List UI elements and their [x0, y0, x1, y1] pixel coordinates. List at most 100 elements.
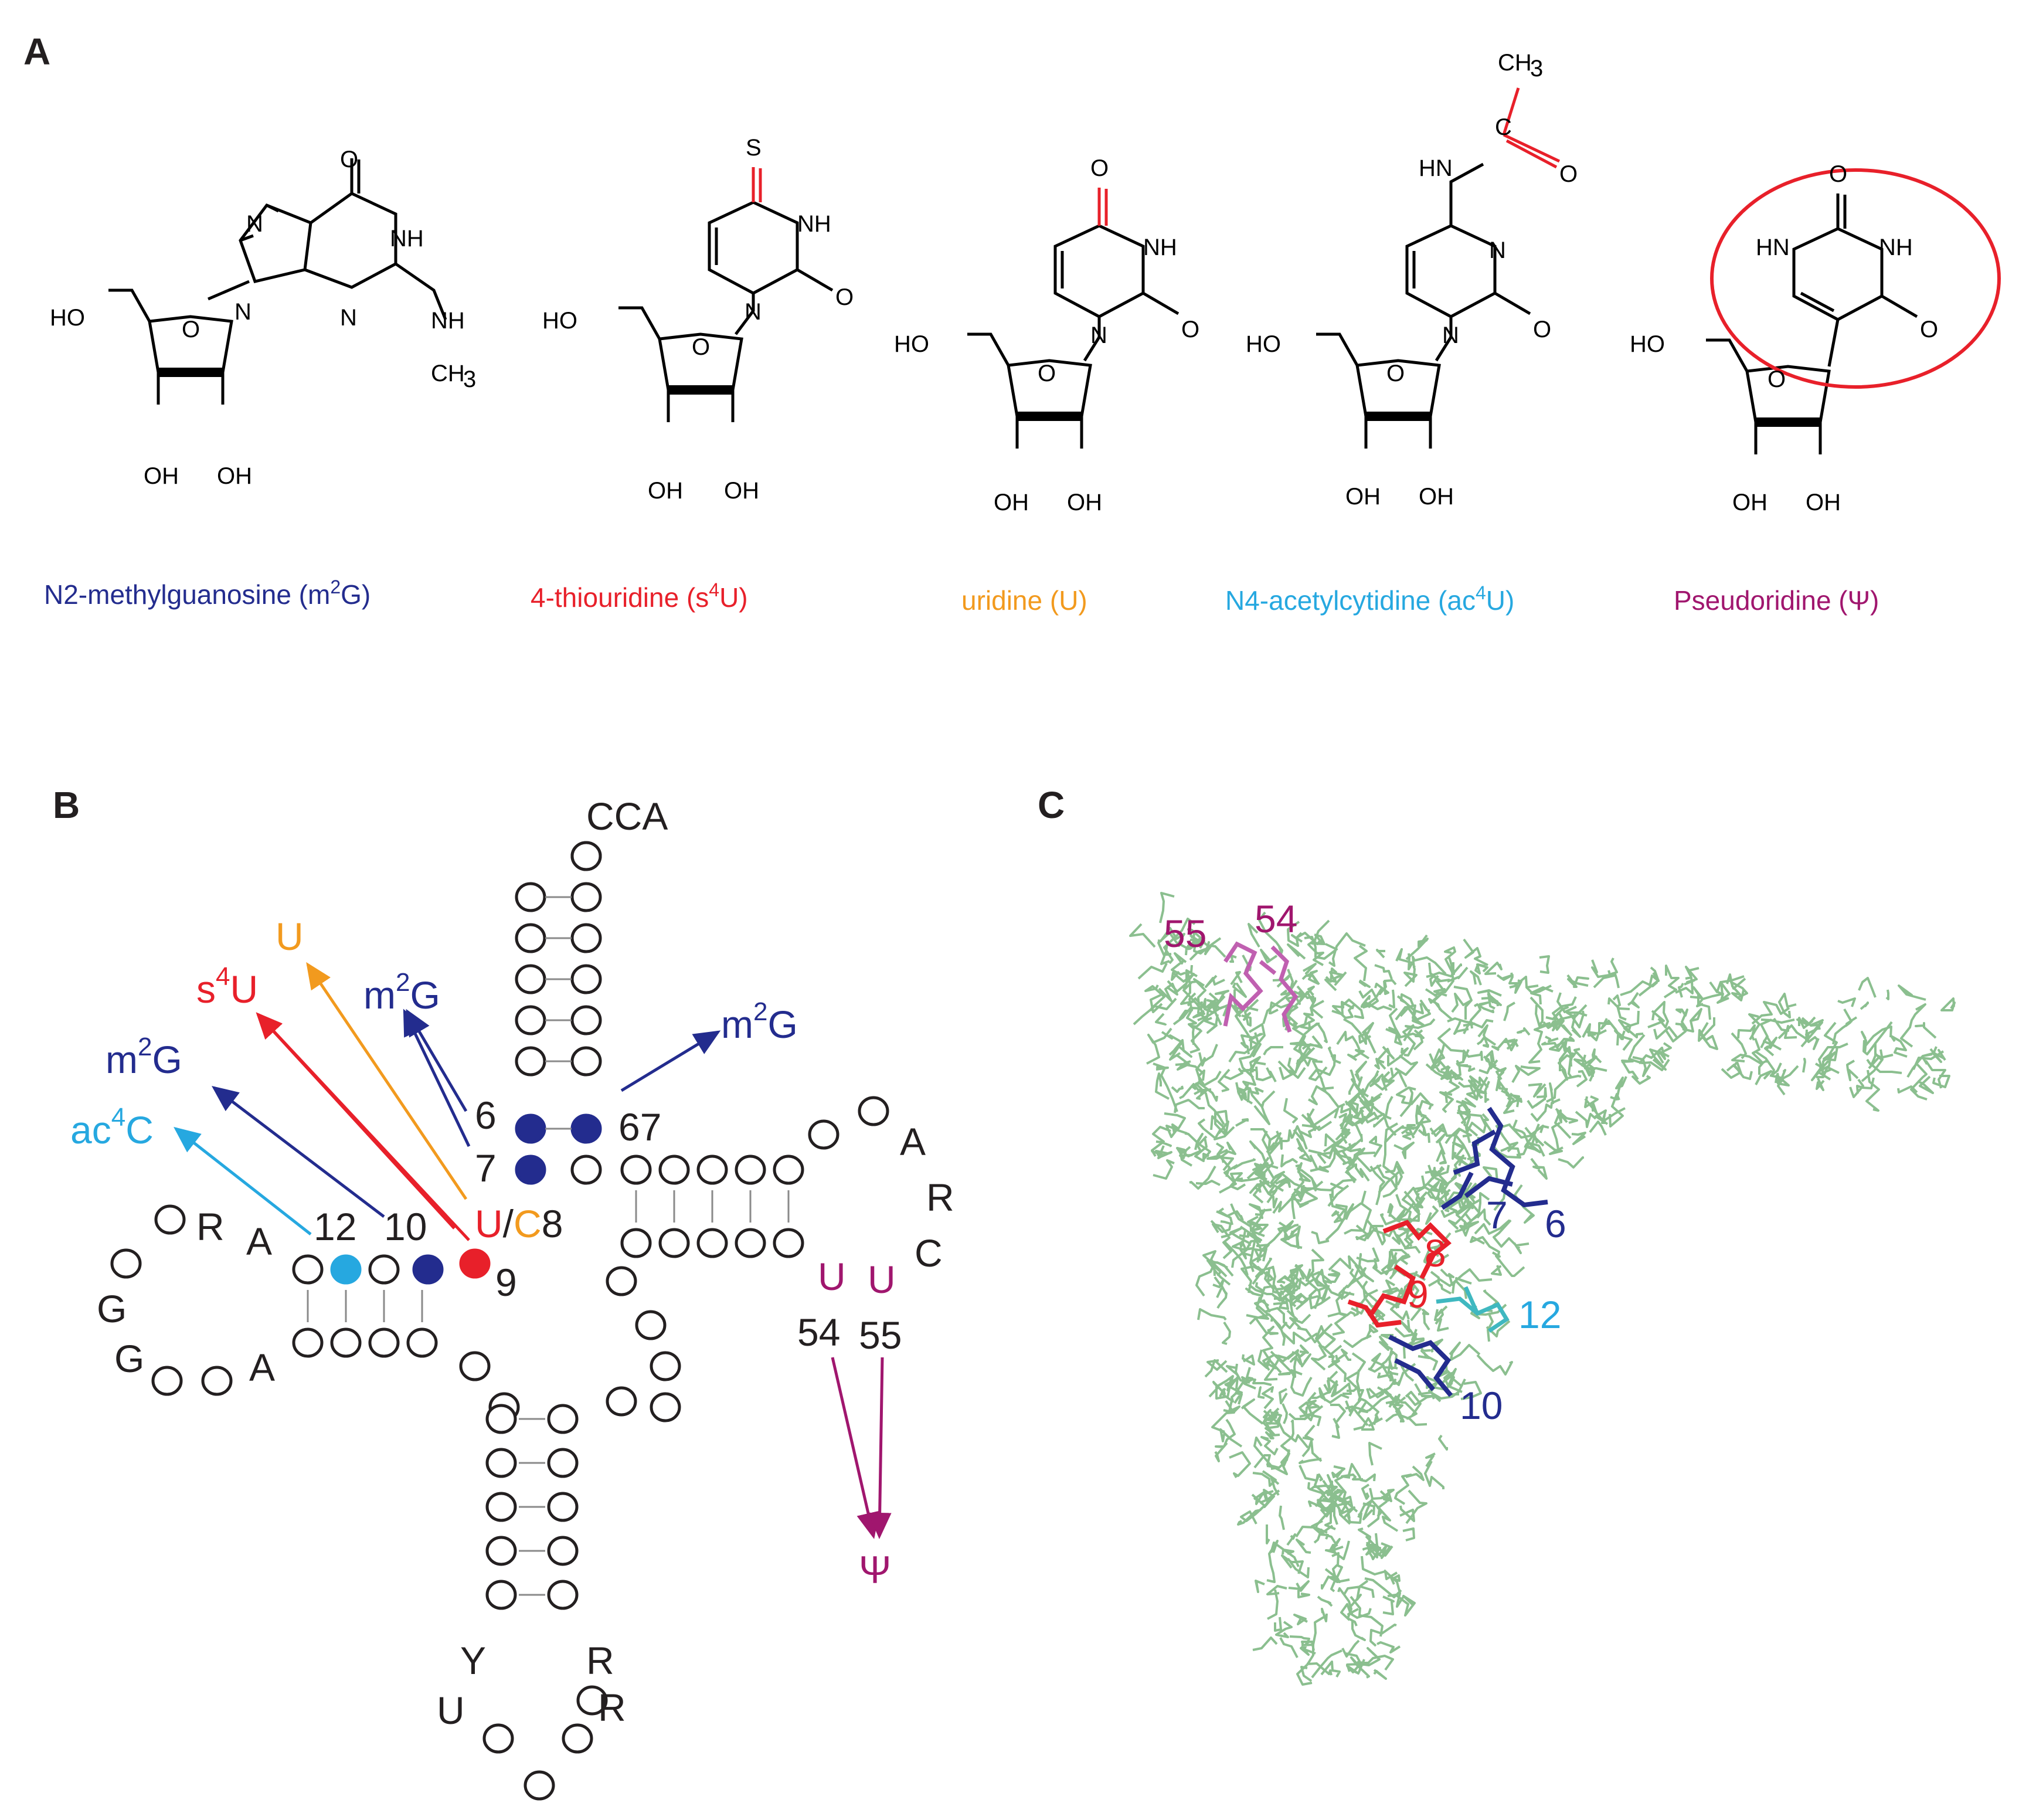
- c-label-9: 9: [1407, 1272, 1429, 1316]
- highlight-10: [1388, 1335, 1453, 1397]
- nucleotide-circle: [696, 1155, 728, 1185]
- base-pair-ticks: [307, 896, 790, 1596]
- nucleotide-circle: [292, 1254, 324, 1285]
- caption-ac4c: N4-acetylcytidine (ac4U): [1225, 582, 1514, 616]
- atom-ho: HO: [542, 308, 577, 334]
- nucleotide-circle: [773, 1228, 804, 1258]
- atom-ho: HO: [1630, 331, 1665, 357]
- atom-ho: HO: [50, 305, 85, 331]
- atom-nh: NH: [431, 308, 465, 334]
- c-label-7: 7: [1486, 1193, 1508, 1237]
- anticodon-r1: R: [586, 1639, 614, 1682]
- arrow-ac4c: [174, 1126, 312, 1235]
- position-55: 55: [859, 1313, 902, 1357]
- atom-o: O: [182, 317, 200, 342]
- arrow-uridine: [306, 962, 468, 1200]
- atom-n: N: [234, 299, 251, 325]
- atom-ho: HO: [894, 331, 929, 357]
- nucleotide-circle: [154, 1204, 186, 1235]
- atom-oh: OH: [217, 463, 252, 489]
- atom-oh: OH: [1067, 490, 1102, 515]
- arrow-m2g-10: [212, 1085, 385, 1218]
- atom-o: O: [692, 334, 710, 360]
- atom-o: O: [1386, 361, 1405, 386]
- psi-label: Ψ: [859, 1548, 891, 1591]
- atom-o: O: [1090, 155, 1109, 181]
- modified-nucleotide-ac4c-12: [330, 1254, 362, 1285]
- highlight-8-9: [1347, 1220, 1452, 1328]
- nucleotide-circle: [570, 1005, 602, 1035]
- modified-nucleotide-s4u-8-9: [459, 1248, 491, 1279]
- trna-3d-backbone: [1129, 892, 1956, 1686]
- atom-ch3: CH: [1498, 50, 1532, 76]
- nucleotide-circle: [570, 1155, 602, 1185]
- nucleotide-circle: [368, 1254, 400, 1285]
- nucleotide-circle: [570, 964, 602, 994]
- atom-oh: OH: [144, 463, 179, 489]
- nucleotide-circle: [515, 923, 546, 953]
- atom-ch3-sub: 3: [1530, 56, 1543, 82]
- anticodon-y: Y: [460, 1639, 486, 1682]
- t-loop-r: R: [926, 1176, 954, 1219]
- c-label-55: 55: [1164, 912, 1206, 955]
- nucleotide-circle: [570, 923, 602, 953]
- m2g-label-top: m2G: [363, 968, 440, 1017]
- atom-o: O: [1920, 317, 1938, 342]
- nucleotide-circle: [368, 1327, 400, 1358]
- anticodon-u: U: [437, 1689, 465, 1732]
- c-label-8: 8: [1425, 1231, 1446, 1275]
- highlight-12: [1436, 1286, 1510, 1333]
- nucleotide-circle: [547, 1492, 579, 1522]
- nucleotide-circle: [485, 1536, 517, 1566]
- t-loop-a: A: [900, 1120, 926, 1163]
- atom-ch3-sub: 3: [463, 366, 476, 392]
- nucleotide-circle: [406, 1327, 438, 1358]
- nucleotide-circle: [547, 1580, 579, 1610]
- d-loop-g1: G: [97, 1287, 127, 1330]
- d-loop-a2: A: [249, 1346, 275, 1389]
- atom-oh: OH: [648, 478, 683, 504]
- d-loop-a: A: [246, 1220, 272, 1263]
- modified-nucleotide-m2g-10: [412, 1254, 444, 1285]
- modified-nucleotide-m2g-67: [570, 1113, 602, 1144]
- panel-label-b: B: [53, 784, 80, 826]
- nucleotide-circle: [606, 1266, 637, 1296]
- atom-n: N: [246, 211, 263, 237]
- atom-ch3: CH: [431, 361, 465, 386]
- position-10: 10: [384, 1205, 427, 1248]
- position-54: 54: [797, 1310, 840, 1354]
- caption-pseudouridine: Pseudoridine (Ψ): [1674, 585, 1879, 616]
- atom-oh: OH: [1732, 490, 1768, 515]
- c-label-54: 54: [1255, 897, 1297, 940]
- nucleotide-circle: [576, 1685, 608, 1716]
- nucleotide-circle: [459, 1351, 491, 1381]
- position-6: 6: [475, 1094, 497, 1137]
- c-label-10: 10: [1460, 1384, 1503, 1427]
- nucleotide-circle: [620, 1228, 652, 1258]
- atom-o: O: [1181, 317, 1199, 342]
- u54-label: U: [818, 1255, 846, 1298]
- base-highlight-circle: [1710, 168, 2001, 389]
- nucleotide-circle: [515, 1046, 546, 1077]
- nucleotide-circle: [735, 1155, 766, 1185]
- atom-n: N: [1442, 322, 1459, 348]
- c-label-12: 12: [1518, 1293, 1561, 1336]
- t-loop-c: C: [915, 1231, 943, 1275]
- atom-nh: NH: [390, 226, 424, 252]
- nucleotide-circle: [515, 964, 546, 994]
- nucleotide-circle: [524, 1770, 555, 1801]
- nucleotide-circle: [151, 1366, 183, 1396]
- nucleotide-circle: [658, 1155, 690, 1185]
- nucleotide-circle: [485, 1404, 517, 1434]
- trna-nucleotides: [110, 841, 889, 1801]
- nucleotide-circle: [482, 1723, 514, 1754]
- nucleotide-circle: [650, 1392, 681, 1422]
- position-12: 12: [314, 1205, 356, 1248]
- cca-label: CCA: [586, 794, 668, 838]
- panel-b: CCA U s4U m2G m2G m2G ac4C 6 7 67 12 10 …: [70, 794, 954, 1801]
- nucleotide-circle: [292, 1327, 324, 1358]
- atom-oh: OH: [994, 490, 1029, 515]
- arrow-m2g-7: [403, 1009, 471, 1147]
- nucleotide-circle: [570, 882, 602, 912]
- caption-m2g: N2-methylguanosine (m2G): [44, 576, 371, 610]
